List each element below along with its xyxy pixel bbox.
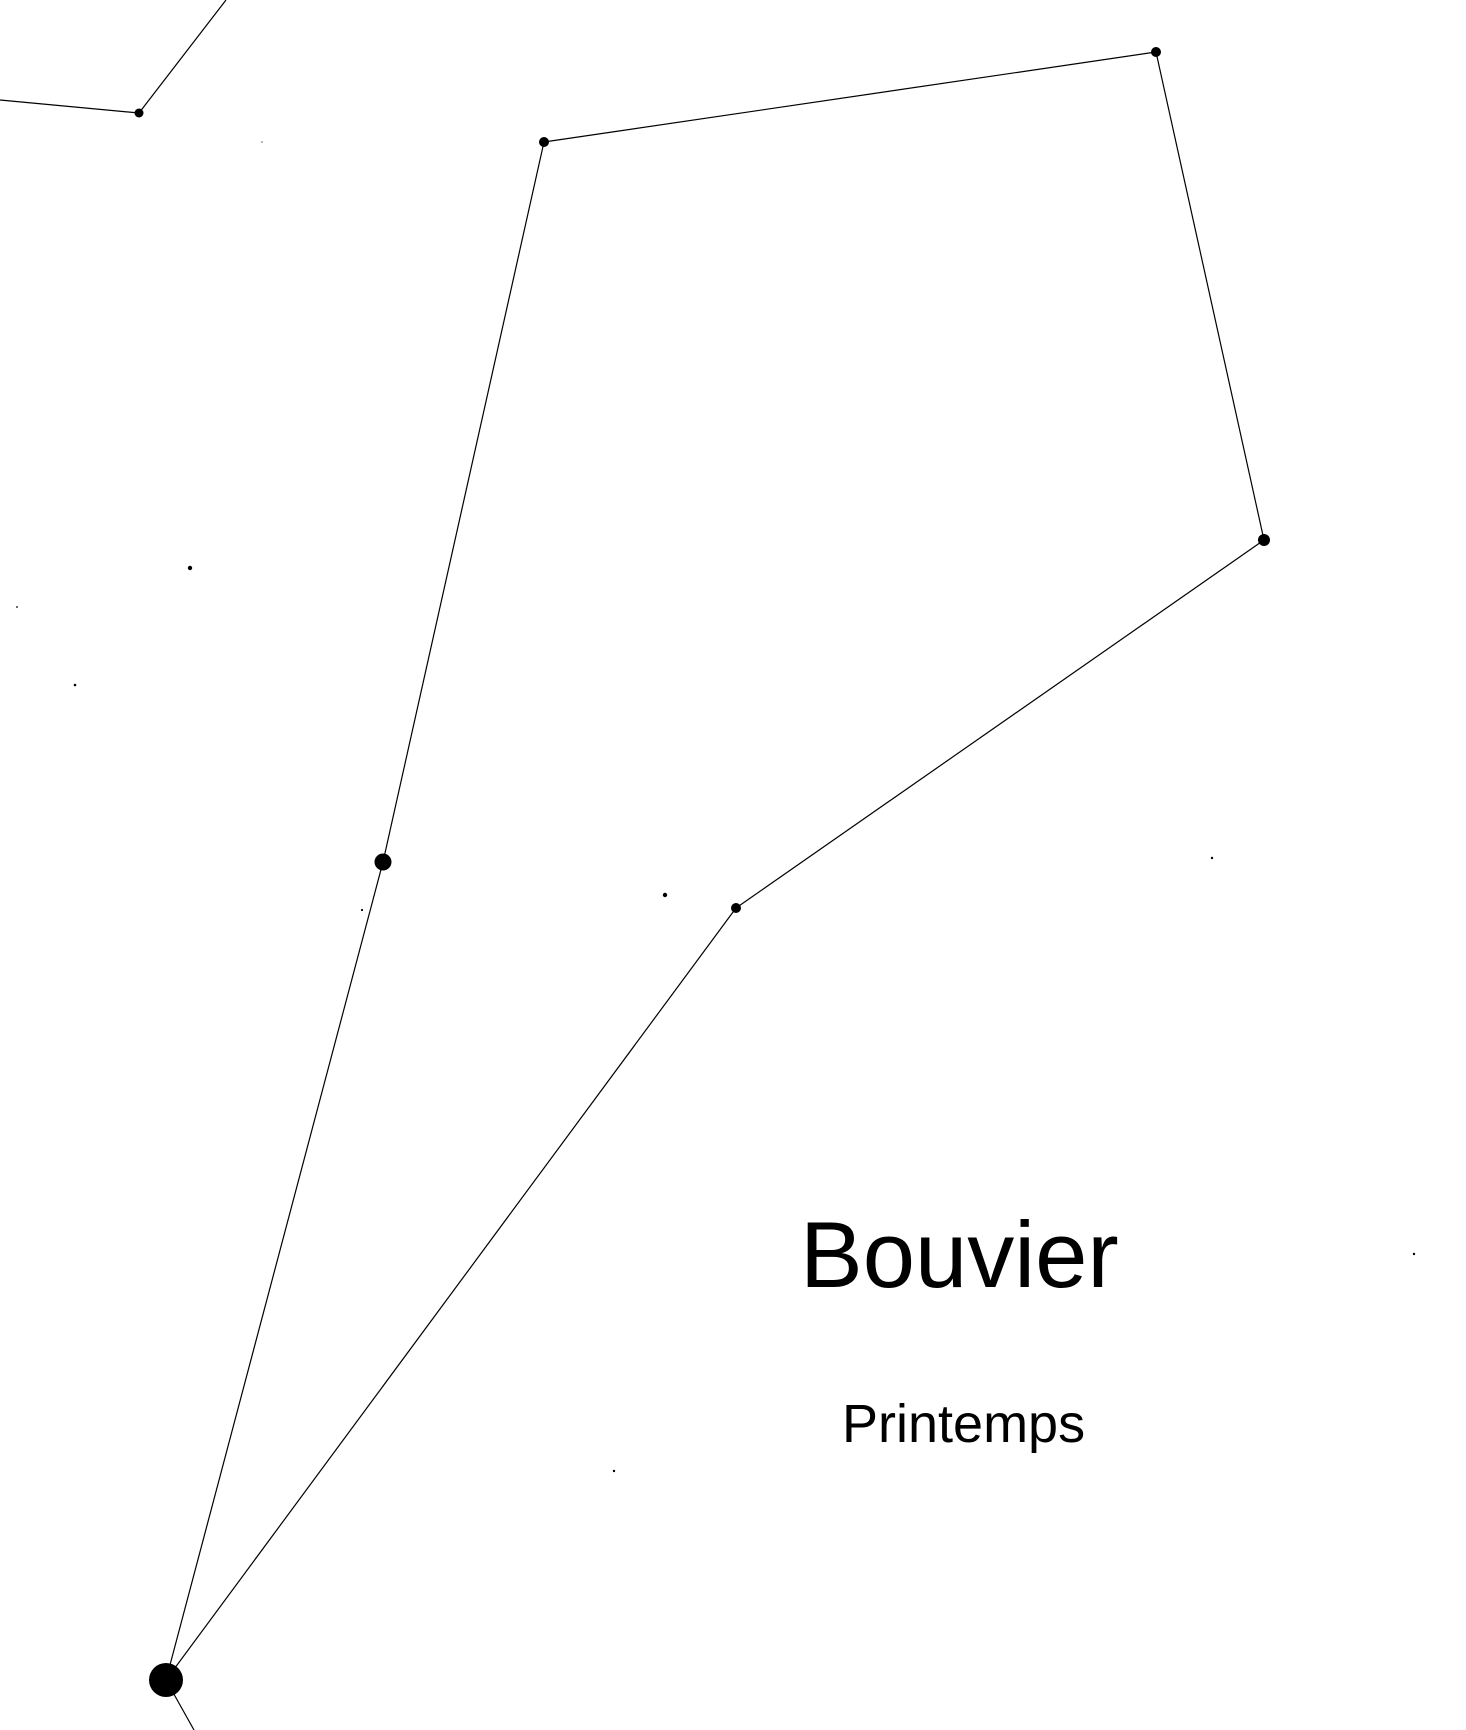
star <box>731 903 741 913</box>
season-subtitle: Printemps <box>842 1394 1086 1454</box>
star <box>360 908 364 912</box>
constellation-line <box>543 51 1157 143</box>
star <box>539 137 549 147</box>
constellation-line <box>735 539 1265 909</box>
star <box>1412 1252 1416 1256</box>
star <box>1151 47 1161 57</box>
constellation-line <box>165 861 384 1681</box>
star <box>612 1469 616 1473</box>
star <box>1258 534 1270 546</box>
constellation-lines <box>0 0 1265 1730</box>
constellation-line <box>0 99 140 114</box>
star <box>149 1663 183 1697</box>
constellation-line <box>165 907 737 1681</box>
constellation-title: Bouvier <box>800 1202 1119 1307</box>
star <box>187 565 193 571</box>
star <box>1210 856 1214 860</box>
constellation-line <box>138 0 227 114</box>
star <box>374 853 392 871</box>
constellation-line <box>1155 51 1265 541</box>
star <box>73 683 77 687</box>
star <box>134 108 144 118</box>
constellation-line <box>382 141 545 863</box>
star <box>261 141 263 143</box>
star <box>662 892 668 898</box>
star <box>16 606 18 608</box>
stars <box>16 47 1416 1697</box>
